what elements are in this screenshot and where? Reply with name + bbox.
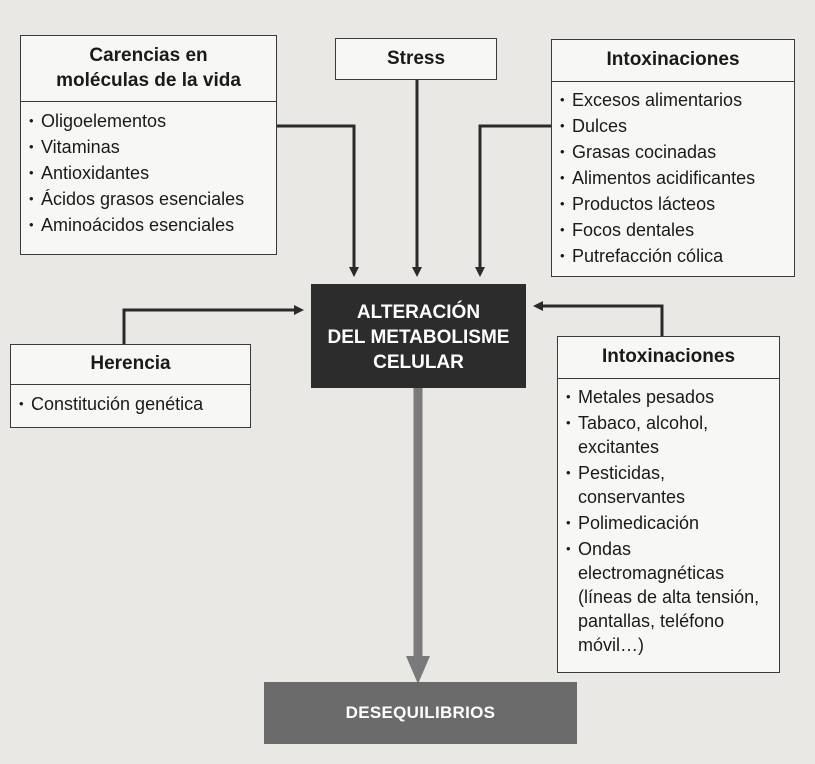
result-box: DESEQUILIBRIOS	[264, 682, 577, 744]
list-item: Dulces	[560, 113, 788, 139]
list-item: Pesticidas, conservantes	[566, 461, 773, 509]
list-item: Oligoelementos	[29, 108, 270, 134]
center-box: ALTERACIÓN DEL METABOLISME CELULAR	[311, 284, 526, 388]
intox-right-box: Intoxinaciones Metales pesados Tabaco, a…	[557, 336, 780, 673]
list-item: Putrefacción cólica	[560, 243, 788, 269]
intox-right-list: Metales pesados Tabaco, alcohol, excitan…	[558, 379, 779, 657]
list-item: Alimentos acidificantes	[560, 165, 788, 191]
arrow-intox-top-to-center	[475, 124, 551, 277]
list-item: Aminoácidos esenciales	[29, 212, 270, 238]
arrow-herencia-to-center	[122, 305, 304, 344]
intox-top-box: Intoxinaciones Excesos alimentarios Dulc…	[551, 39, 795, 277]
list-item: Antioxidantes	[29, 160, 270, 186]
intox-top-list: Excesos alimentarios Dulces Grasas cocin…	[552, 82, 794, 269]
carencias-list: Oligoelementos Vitaminas Antioxidantes Á…	[21, 102, 276, 238]
list-item: Grasas cocinadas	[560, 139, 788, 165]
intox-top-title: Intoxinaciones	[552, 40, 794, 82]
arrow-carencias-to-center	[276, 124, 359, 277]
stress-box: Stress	[335, 38, 497, 80]
stress-title: Stress	[386, 47, 446, 69]
herencia-box: Herencia Constitución genética	[10, 344, 251, 428]
list-item: Vitaminas	[29, 134, 270, 160]
list-item: Ondas electromagnéticas (líneas de alta …	[566, 537, 773, 657]
carencias-box: Carencias en moléculas de la vida Oligoe…	[20, 35, 277, 255]
list-item: Focos dentales	[560, 217, 788, 243]
list-item: Tabaco, alcohol, excitantes	[566, 411, 773, 459]
list-item: Metales pesados	[566, 385, 773, 409]
intox-right-title: Intoxinaciones	[558, 337, 779, 379]
list-item: Constitución genética	[19, 391, 244, 417]
list-item: Polimedicación	[566, 511, 773, 535]
list-item: Excesos alimentarios	[560, 87, 788, 113]
carencias-title: Carencias en moléculas de la vida	[21, 36, 276, 102]
herencia-title: Herencia	[11, 345, 250, 385]
list-item: Ácidos grasos esenciales	[29, 186, 270, 212]
list-item: Productos lácteos	[560, 191, 788, 217]
herencia-list: Constitución genética	[11, 385, 250, 417]
arrow-intox-right-to-center	[533, 301, 664, 336]
